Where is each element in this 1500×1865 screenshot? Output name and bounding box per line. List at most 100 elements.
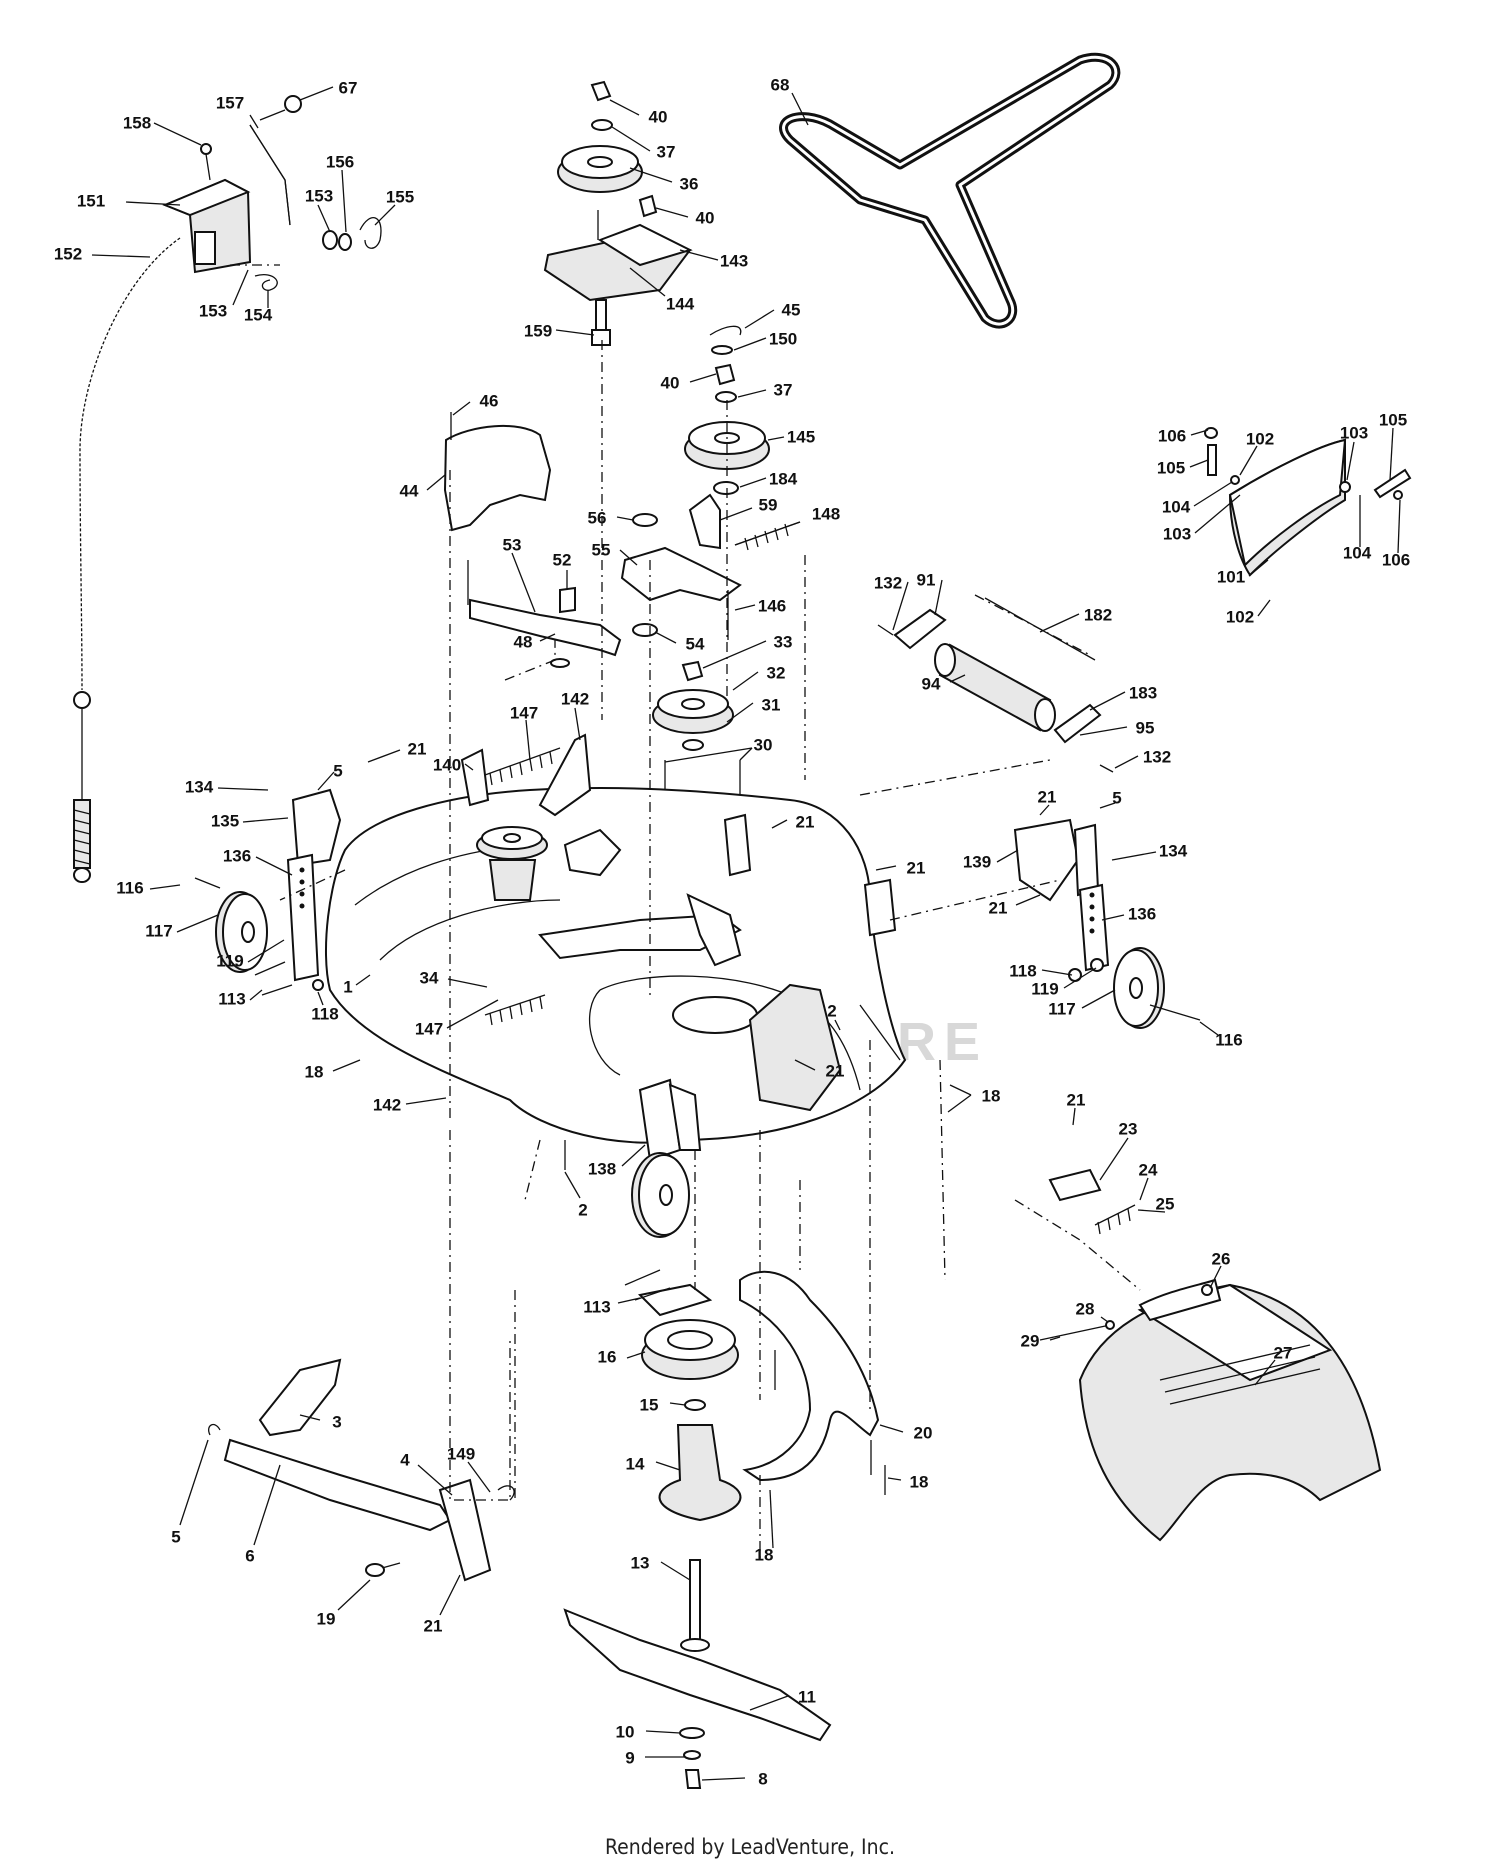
part-callout-3: 3 (332, 1412, 341, 1431)
part-callout-18: 18 (910, 1472, 929, 1491)
part-callout-59: 59 (759, 495, 778, 514)
part-callout-136: 136 (223, 846, 251, 865)
spindle-blade-assembly (563, 1269, 832, 1789)
part-callout-153: 153 (305, 186, 333, 205)
part-callout-52: 52 (553, 550, 572, 569)
part-callout-21: 21 (1038, 787, 1057, 806)
part-callout-46: 46 (480, 391, 499, 410)
part-callout-5: 5 (333, 761, 342, 780)
part-callout-117: 117 (1048, 999, 1075, 1018)
part-callout-67: 67 (339, 78, 358, 97)
part-callout-1: 1 (343, 977, 352, 996)
part-callout-68: 68 (771, 75, 790, 94)
part-callout-27: 27 (1274, 1343, 1293, 1362)
render-credit-footer: Rendered by LeadVenture, Inc. (605, 1835, 895, 1859)
part-callout-56: 56 (588, 508, 607, 527)
part-callout-40: 40 (649, 107, 668, 126)
wheel-right (1013, 818, 1201, 1029)
part-callout-36: 36 (680, 174, 699, 193)
part-callout-184: 184 (769, 469, 798, 488)
part-callout-159: 159 (524, 321, 552, 340)
discharge-chute (1039, 1168, 1382, 1542)
part-callout-102: 102 (1246, 429, 1274, 448)
part-callout-94: 94 (922, 674, 941, 693)
part-callout-138: 138 (588, 1159, 616, 1178)
part-callout-20: 20 (914, 1423, 933, 1442)
idler-arm (467, 560, 622, 668)
part-callout-116: 116 (116, 878, 143, 897)
part-callout-119: 119 (216, 951, 243, 970)
part-callout-21: 21 (408, 739, 427, 758)
part-callout-103: 103 (1340, 423, 1368, 442)
part-callout-104: 104 (1162, 497, 1191, 516)
part-callout-37: 37 (657, 142, 676, 161)
part-callout-102: 102 (1226, 607, 1254, 626)
part-callout-31: 31 (762, 695, 781, 714)
part-callout-156: 156 (326, 152, 354, 171)
part-callout-2: 2 (578, 1200, 587, 1219)
part-callout-45: 45 (782, 300, 801, 319)
part-callout-54: 54 (686, 634, 705, 653)
part-callout-5: 5 (171, 1527, 180, 1546)
belt-cover-left (443, 412, 552, 532)
part-callout-118: 118 (311, 1004, 338, 1023)
part-callout-18: 18 (755, 1545, 774, 1564)
front-bracket-wheel (564, 1078, 702, 1238)
part-callout-155: 155 (386, 187, 414, 206)
part-callout-148: 148 (812, 504, 840, 523)
part-callout-149: 149 (447, 1444, 475, 1463)
part-callout-104: 104 (1343, 543, 1372, 562)
part-callout-139: 139 (963, 852, 991, 871)
drive-belt (779, 52, 1121, 329)
part-callout-24: 24 (1139, 1160, 1158, 1179)
part-callout-147: 147 (510, 703, 538, 722)
part-callout-34: 34 (420, 968, 439, 987)
part-callout-183: 183 (1129, 683, 1157, 702)
part-callout-118: 118 (1009, 961, 1036, 980)
part-callout-158: 158 (123, 113, 151, 132)
part-callout-113: 113 (218, 989, 245, 1008)
part-callout-21: 21 (424, 1616, 443, 1635)
part-callout-157: 157 (216, 93, 244, 112)
part-callout-2: 2 (827, 1001, 836, 1020)
idler-pulley-upper (543, 80, 693, 346)
part-callout-21: 21 (796, 812, 815, 831)
part-callout-14: 14 (626, 1454, 645, 1473)
part-callout-29: 29 (1021, 1331, 1040, 1350)
part-callout-10: 10 (616, 1722, 635, 1741)
part-callout-18: 18 (305, 1062, 324, 1081)
part-callout-11: 11 (798, 1687, 816, 1706)
part-callout-8: 8 (758, 1769, 767, 1788)
part-callout-117: 117 (145, 921, 172, 940)
part-callout-40: 40 (696, 208, 715, 227)
part-callout-135: 135 (211, 811, 239, 830)
part-callout-119: 119 (1031, 979, 1058, 998)
part-callout-106: 106 (1158, 426, 1186, 445)
part-callout-21: 21 (989, 898, 1008, 917)
assembly-lines (230, 264, 1141, 1560)
part-callout-37: 37 (774, 380, 793, 399)
part-callout-33: 33 (774, 632, 793, 651)
part-callout-6: 6 (245, 1546, 254, 1565)
mower-deck-shell (325, 733, 907, 1144)
part-callout-23: 23 (1119, 1119, 1138, 1138)
part-callout-28: 28 (1076, 1299, 1095, 1318)
part-callout-153: 153 (199, 301, 227, 320)
baffle-20 (739, 1270, 886, 1495)
part-callout-142: 142 (561, 689, 589, 708)
part-callout-40: 40 (661, 373, 680, 392)
part-callout-105: 105 (1379, 410, 1407, 429)
part-callout-30: 30 (754, 735, 773, 754)
part-callout-150: 150 (769, 329, 797, 348)
part-callout-18: 18 (982, 1086, 1001, 1105)
part-callout-140: 140 (433, 755, 461, 774)
part-callout-147: 147 (415, 1019, 443, 1038)
part-callout-151: 151 (77, 191, 105, 210)
part-callout-48: 48 (514, 632, 533, 651)
part-callout-9: 9 (625, 1748, 634, 1767)
leader-lines (91, 86, 1401, 1781)
part-callout-4: 4 (400, 1450, 410, 1469)
part-callout-53: 53 (503, 535, 522, 554)
lift-link-assembly (208, 1358, 515, 1582)
